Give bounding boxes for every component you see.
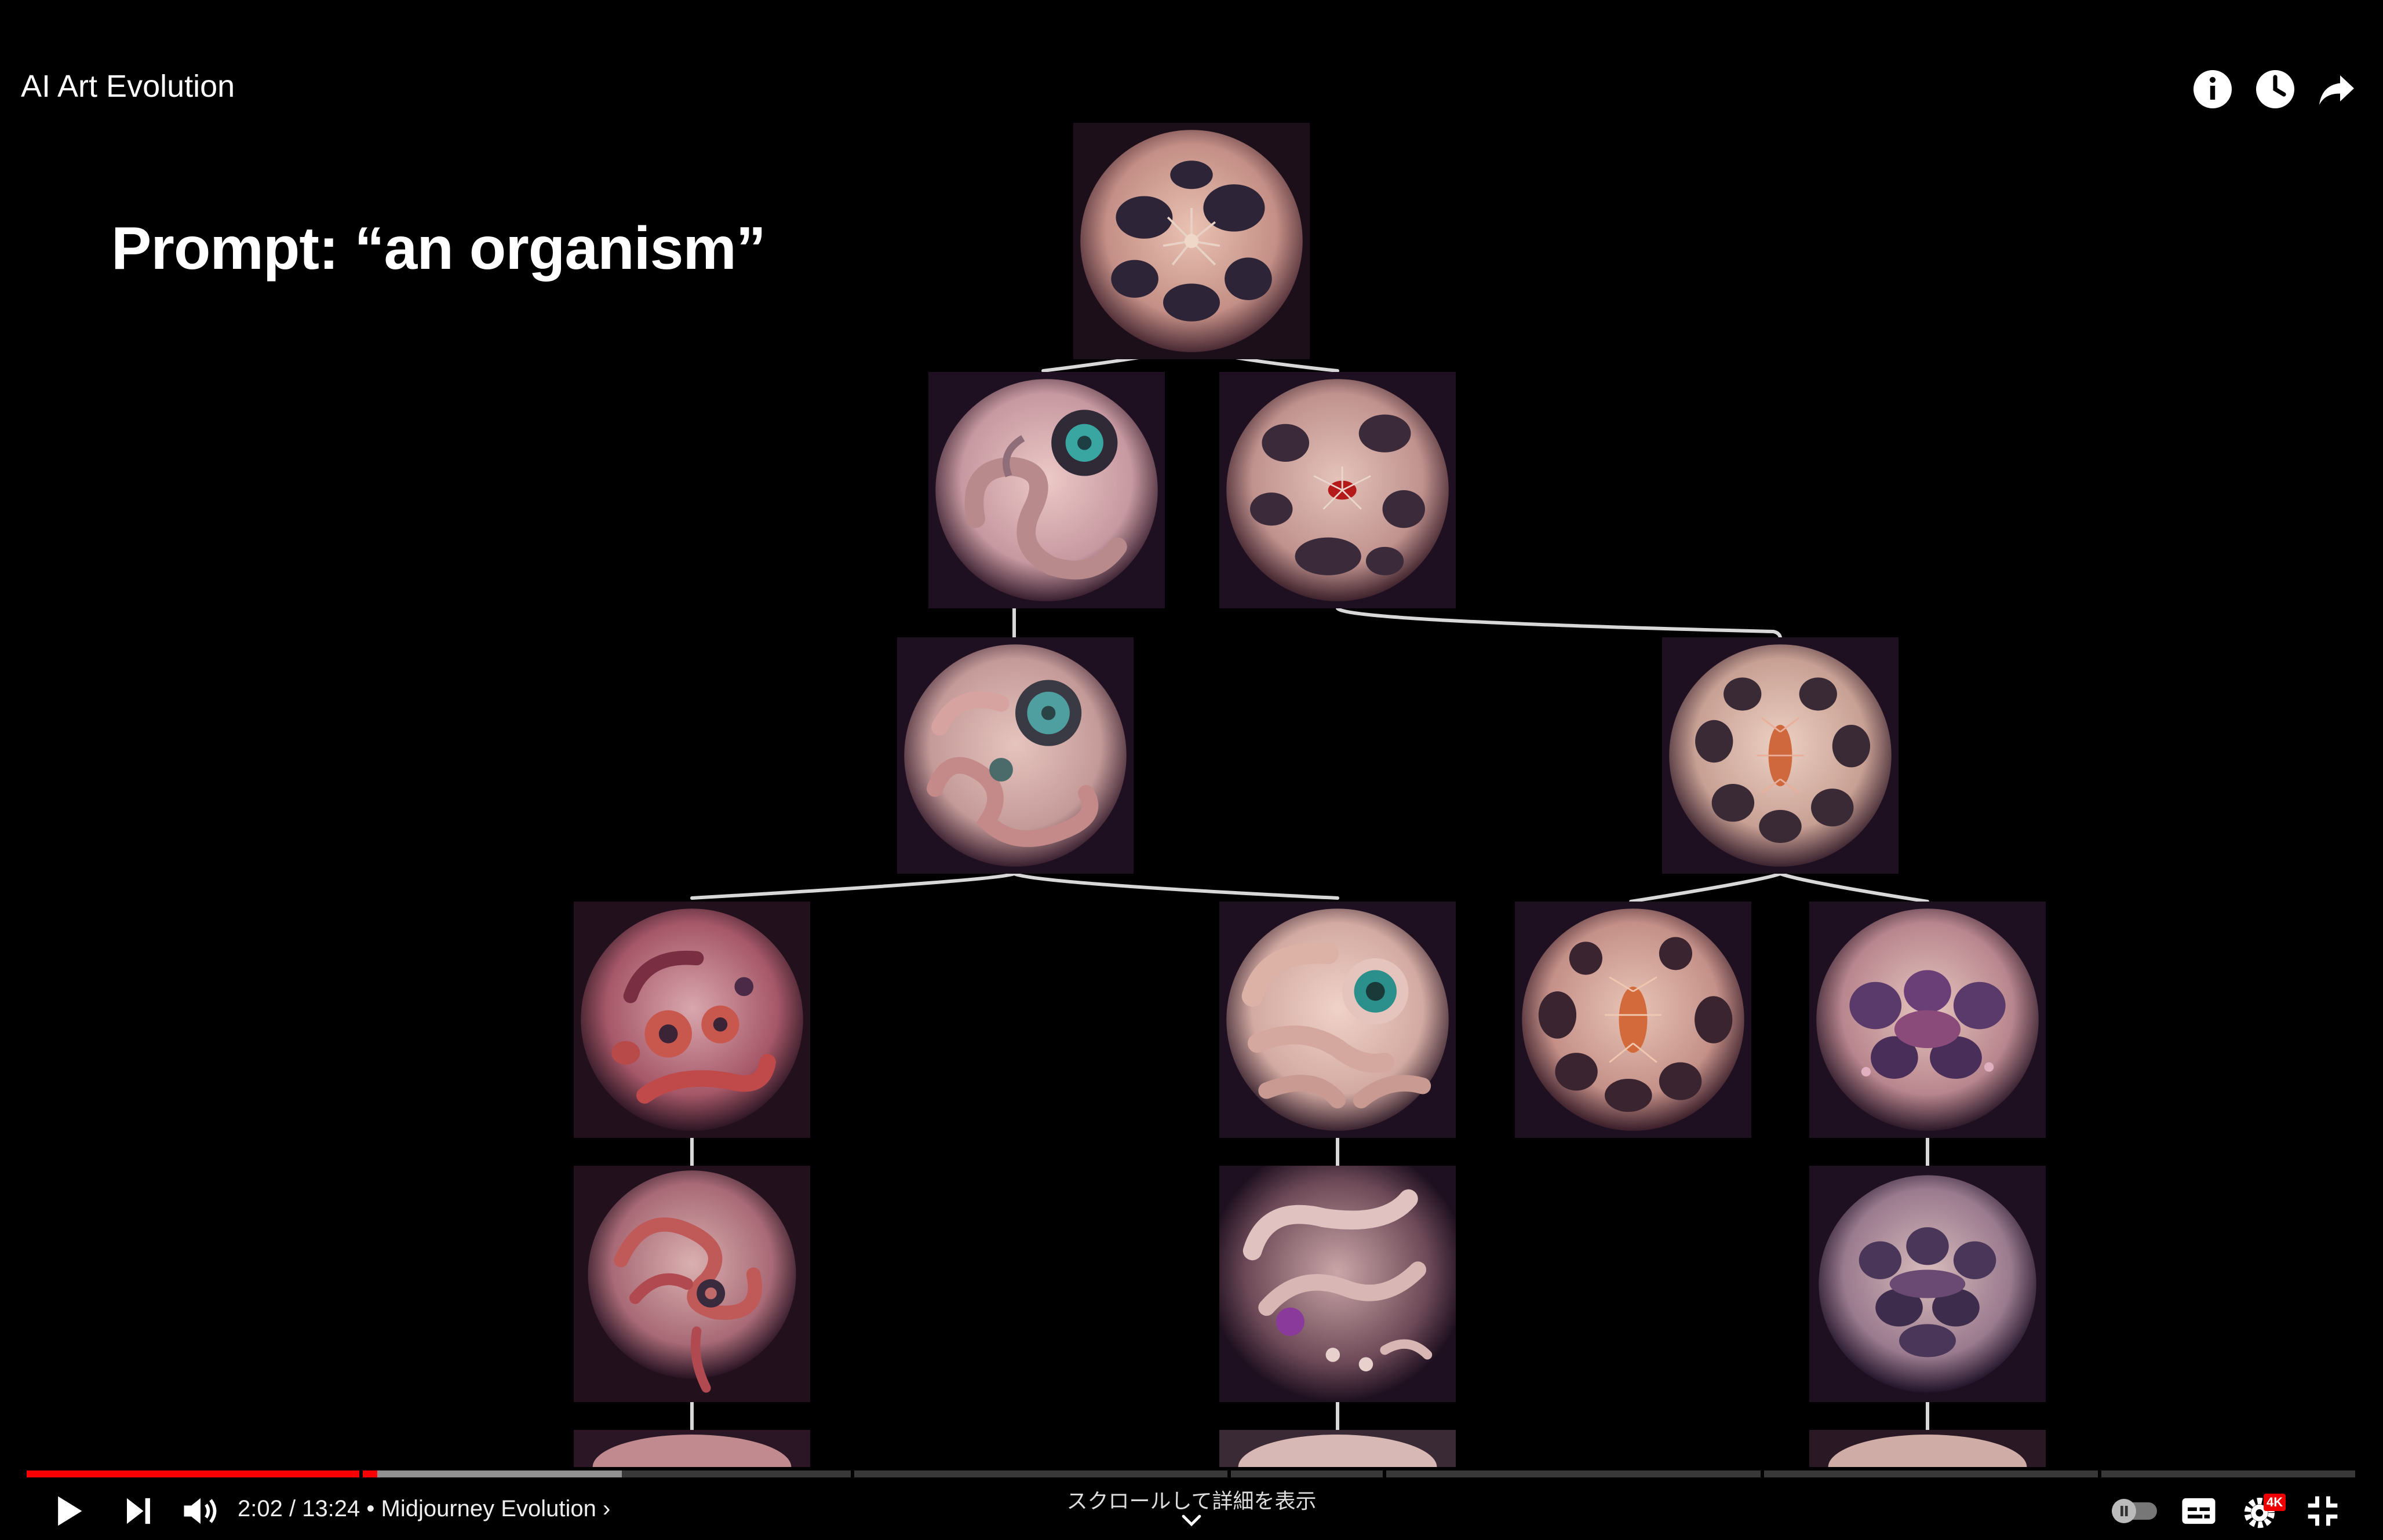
prompt-title: Prompt: “an organism”: [111, 215, 766, 282]
organism-image-gen3-b: [1662, 637, 1899, 874]
info-icon[interactable]: [2192, 68, 2233, 110]
captions-button[interactable]: [2177, 1489, 2221, 1533]
organism-image-gen1: [1073, 123, 1310, 359]
chapter-marker: [359, 1469, 363, 1479]
organism-image-gen3-a: [897, 637, 1134, 874]
scroll-for-details[interactable]: スクロールして詳細を表示: [1066, 1489, 1317, 1513]
exit-fullscreen-button[interactable]: [2301, 1489, 2345, 1533]
exit-fullscreen-icon: [2308, 1496, 2338, 1526]
play-icon: [58, 1496, 82, 1526]
organism-image-gen5-a: [574, 1166, 810, 1402]
organism-image-gen2-a: [928, 372, 1165, 608]
next-button[interactable]: [116, 1489, 160, 1533]
organism-image-gen4-b: [1219, 902, 1456, 1138]
captions-icon: [2182, 1498, 2216, 1524]
chapter-marker: [1761, 1469, 1764, 1479]
play-button[interactable]: [45, 1489, 89, 1533]
organism-image-gen6-c: [1809, 1430, 2046, 1467]
time-display[interactable]: 2:02 / 13:24 • Midjourney Evolution ›: [238, 1496, 611, 1521]
organism-image-gen6-b: [1219, 1430, 1456, 1467]
organism-image-gen5-c: [1809, 1166, 2046, 1402]
chapter-marker: [1383, 1469, 1386, 1479]
organism-image-gen6-a: [574, 1430, 810, 1467]
chevron-down-icon[interactable]: [1180, 1512, 1203, 1530]
share-icon[interactable]: [2316, 68, 2358, 110]
chapter-marker: [1227, 1469, 1231, 1479]
organism-image-gen4-d: [1809, 902, 2046, 1138]
progress-bar[interactable]: [27, 1470, 2355, 1477]
organism-image-gen4-c: [1515, 902, 1751, 1138]
volume-button[interactable]: [178, 1489, 223, 1533]
video-title[interactable]: AI Art Evolution: [21, 69, 235, 104]
chapter-marker: [851, 1469, 854, 1479]
organism-image-gen5-b: [1219, 1166, 1456, 1402]
organism-image-gen2-b: [1219, 372, 1456, 608]
organism-image-gen4-a: [574, 902, 810, 1138]
watch-later-icon[interactable]: [2254, 68, 2296, 110]
chapter-marker: [2098, 1469, 2101, 1479]
quality-badge: 4K: [2264, 1494, 2286, 1511]
progress-played: [27, 1470, 377, 1477]
autoplay-toggle[interactable]: [2108, 1489, 2160, 1533]
next-icon: [127, 1498, 150, 1524]
volume-icon: [184, 1498, 217, 1524]
